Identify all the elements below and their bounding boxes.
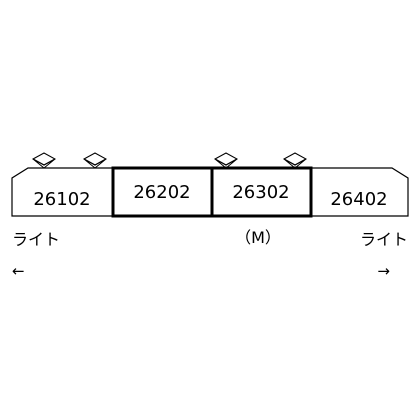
pantograph-icon — [282, 152, 308, 169]
right-light-label: ライト — [360, 230, 408, 249]
car-number-1: 26102 — [33, 189, 90, 210]
right-arrow-icon: → — [377, 262, 390, 280]
car-number-2: 26202 — [133, 182, 190, 203]
car-frame-3 — [210, 166, 313, 218]
left-light-label: ライト — [12, 230, 60, 249]
left-arrow-icon: ← — [12, 262, 25, 280]
pantograph-icon — [213, 152, 239, 169]
pantograph-icon — [31, 152, 57, 169]
car-number-4: 26402 — [330, 189, 387, 210]
car-number-3: 26302 — [232, 182, 289, 203]
pantograph-icon — [82, 152, 108, 169]
motor-label: （M） — [235, 228, 281, 247]
